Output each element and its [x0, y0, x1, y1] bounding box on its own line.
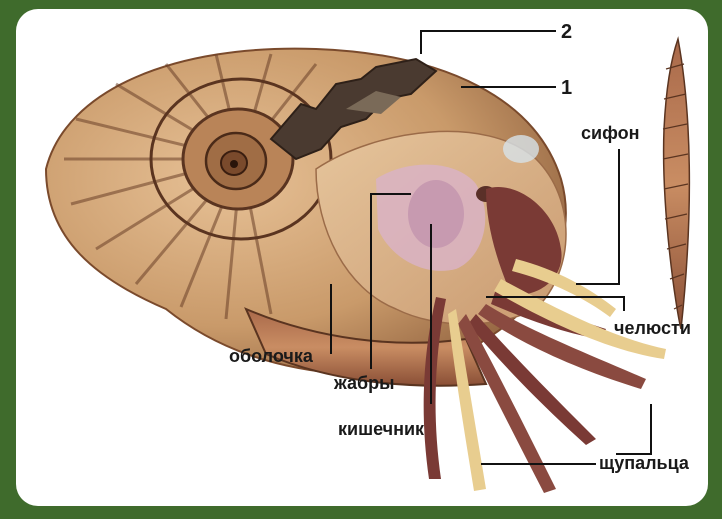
diagram-card: 2 1 сифон челюсти оболочка жабры кишечни… — [16, 9, 708, 506]
leader-siphon — [576, 149, 619, 284]
leader-tentacles-b — [616, 404, 651, 454]
label-tentacles: щупальца — [599, 453, 690, 473]
label-gills: жабры — [333, 373, 394, 393]
intestine-organ — [408, 180, 464, 248]
leader-2 — [421, 31, 556, 54]
label-intestine: кишечник — [338, 419, 425, 439]
label-siphon: сифон — [581, 123, 639, 143]
shell-side-view — [663, 39, 689, 329]
label-jaws: челюсти — [614, 318, 691, 338]
label-2: 2 — [561, 21, 572, 43]
label-1: 1 — [561, 77, 572, 99]
label-membrane: оболочка — [229, 346, 314, 366]
nautilus-diagram: 2 1 сифон челюсти оболочка жабры кишечни… — [16, 9, 708, 506]
